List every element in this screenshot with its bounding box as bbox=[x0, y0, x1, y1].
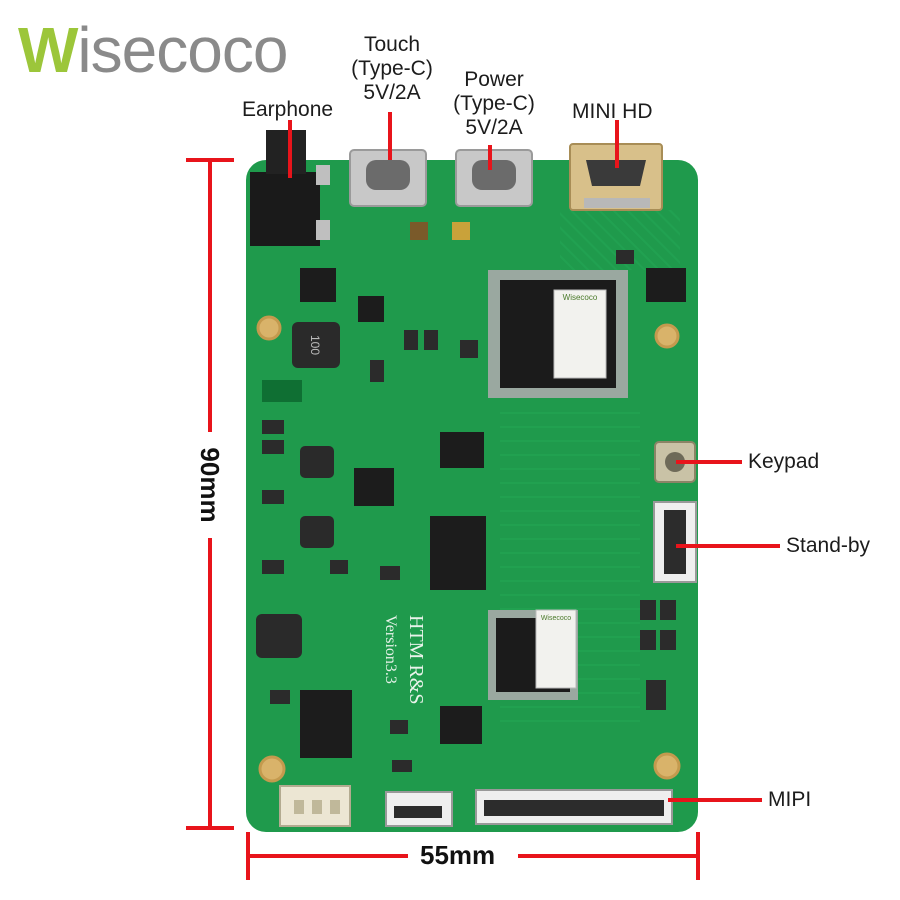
callout-lines bbox=[186, 112, 780, 880]
usb-c-power-connector bbox=[455, 149, 533, 207]
brand-logo: Wisecoco bbox=[18, 18, 288, 82]
silkscreen-version: Version3.3 bbox=[382, 615, 399, 684]
fpc-small-connector bbox=[385, 791, 453, 827]
dimension-height: 90mm bbox=[195, 447, 225, 523]
standby-connector bbox=[653, 501, 697, 583]
mounting-holes bbox=[256, 315, 681, 783]
silkscreen-model: HTM R&S bbox=[405, 615, 427, 704]
earphone-jack bbox=[250, 130, 330, 246]
label-power: Power (Type-C) 5V/2A bbox=[440, 68, 548, 140]
usb-c-touch-connector bbox=[349, 149, 427, 207]
secondary-chip: Wisecoco bbox=[488, 609, 578, 700]
label-touch: Touch (Type-C) 5V/2A bbox=[340, 33, 444, 105]
smd-components bbox=[262, 222, 676, 772]
logo-first-letter: W bbox=[18, 14, 78, 86]
label-touch-line2: (Type-C) bbox=[351, 57, 433, 80]
label-power-line1: Power bbox=[464, 68, 524, 91]
main-chip: Wisecoco bbox=[488, 270, 628, 398]
mipi-connector bbox=[475, 789, 673, 825]
ic-packages bbox=[300, 268, 686, 758]
label-mipi: MIPI bbox=[768, 788, 812, 811]
inductor-label: 100 bbox=[308, 335, 322, 355]
inductors: 100 bbox=[256, 322, 340, 658]
label-earphone: Earphone bbox=[242, 98, 334, 121]
label-standby: Stand-by bbox=[786, 534, 871, 557]
label-keypad: Keypad bbox=[748, 450, 820, 473]
secondary-chip-logo: Wisecoco bbox=[541, 615, 571, 622]
label-touch-line3: 5V/2A bbox=[363, 81, 421, 104]
label-mini-hd: MINI HD bbox=[572, 100, 653, 123]
label-touch-line1: Touch bbox=[363, 33, 421, 56]
jst-connector bbox=[279, 785, 351, 827]
main-chip-logo: Wisecoco bbox=[563, 293, 598, 302]
label-power-line2: (Type-C) bbox=[453, 92, 535, 115]
label-power-line3: 5V/2A bbox=[465, 116, 523, 139]
dimension-width: 55mm bbox=[420, 840, 496, 870]
logo-rest: isecoco bbox=[77, 14, 288, 86]
